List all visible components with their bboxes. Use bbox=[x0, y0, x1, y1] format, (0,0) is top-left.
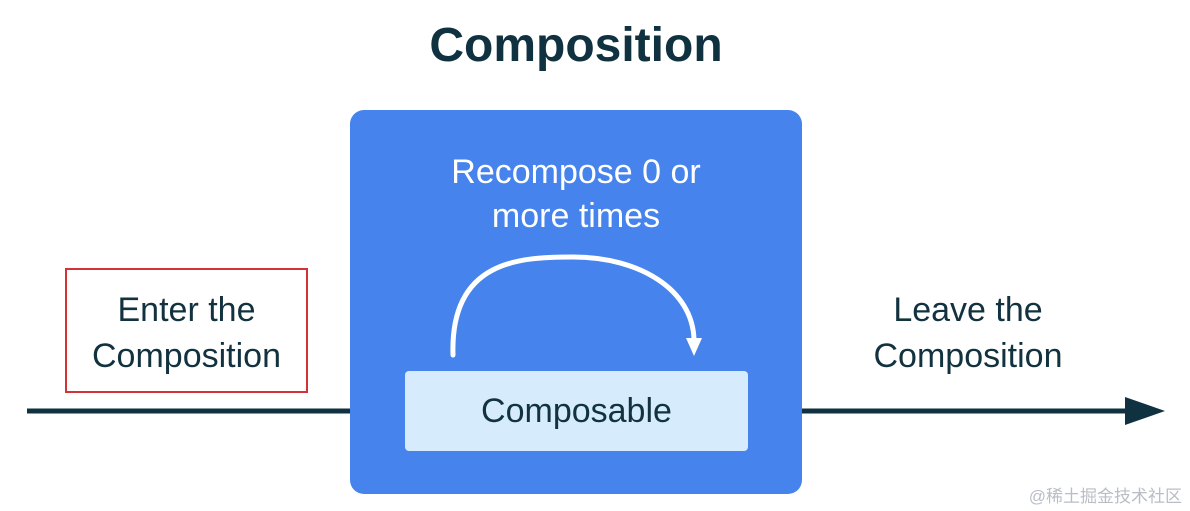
leave-label: Leave the Composition bbox=[845, 287, 1091, 379]
leave-label-line2: Composition bbox=[873, 337, 1063, 375]
enter-label-line2: Composition bbox=[92, 337, 281, 375]
recompose-label: Recompose 0 or more times bbox=[350, 150, 802, 238]
composable-node: Composable bbox=[405, 371, 748, 451]
enter-label: Enter the Composition bbox=[65, 287, 308, 379]
diagram-title: Composition bbox=[429, 19, 723, 72]
enter-label-line1: Enter the bbox=[117, 291, 256, 329]
leave-label-line1: Leave the bbox=[893, 291, 1043, 329]
recompose-label-line1: Recompose 0 or bbox=[451, 153, 701, 191]
leave-arrowhead bbox=[1125, 397, 1165, 425]
enter-highlight-box bbox=[65, 268, 308, 393]
watermark: @稀土掘金技术社区 bbox=[1028, 487, 1182, 506]
recompose-label-line2: more times bbox=[491, 197, 661, 235]
